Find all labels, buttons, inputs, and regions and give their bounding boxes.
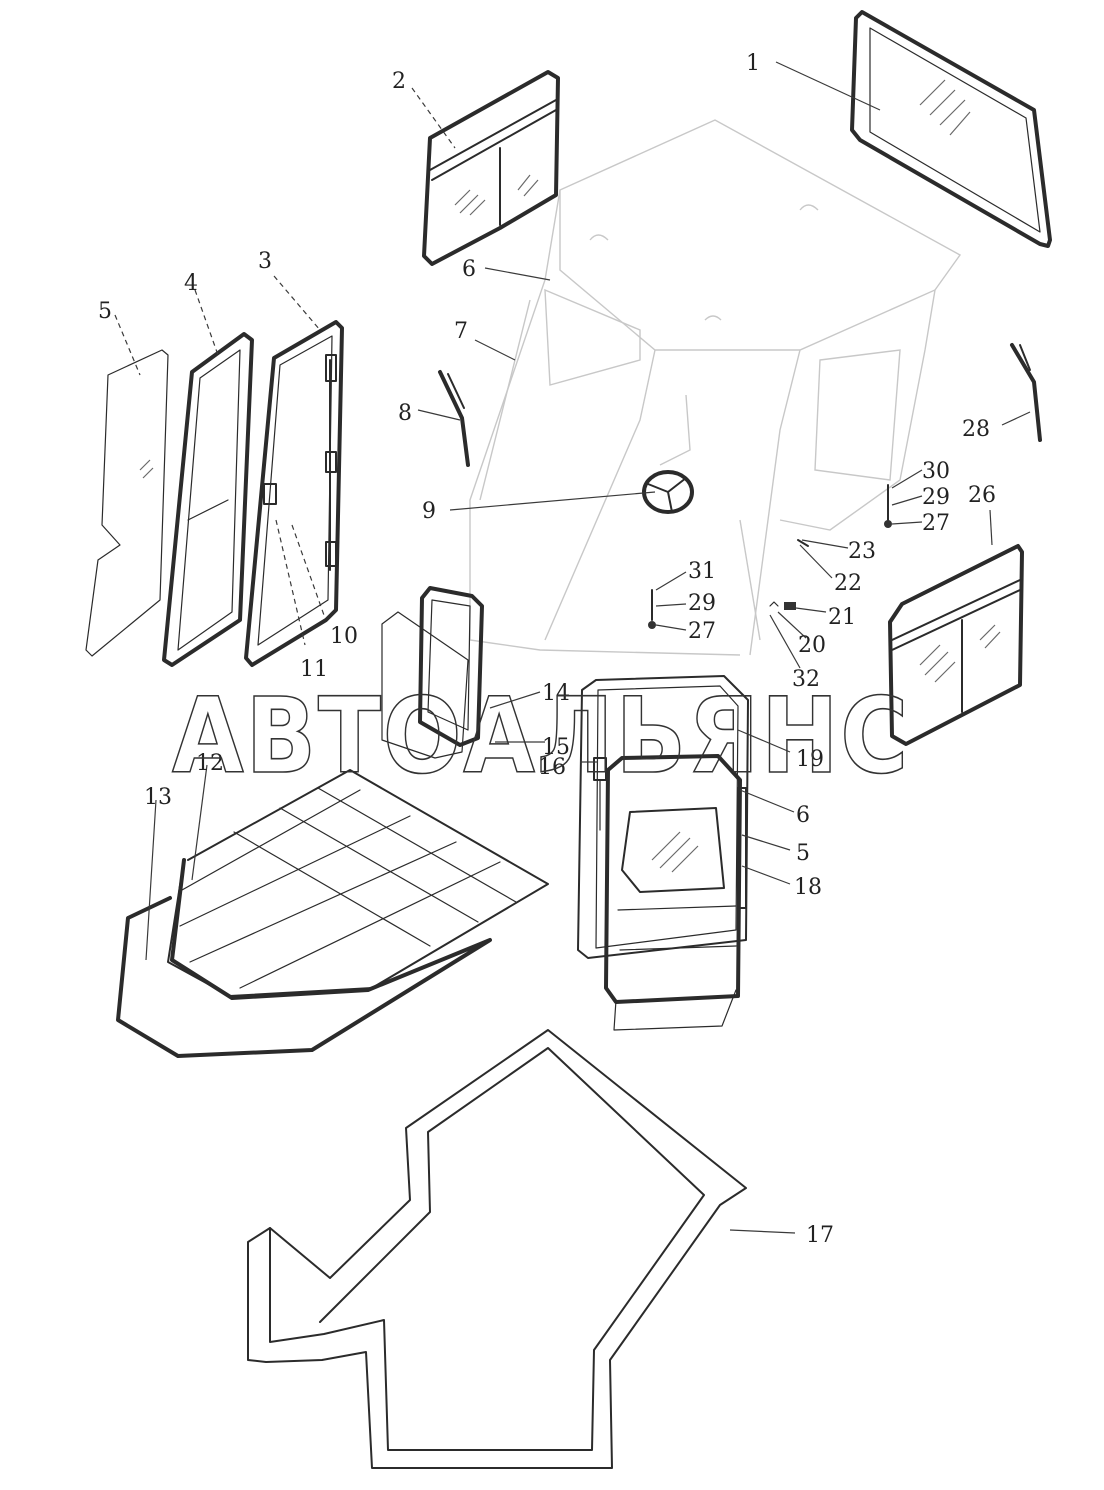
callout-4: 4 bbox=[184, 271, 198, 296]
part-28-wiper bbox=[1010, 343, 1042, 442]
callout-14: 14 bbox=[542, 681, 570, 706]
callout-32: 32 bbox=[792, 667, 820, 692]
part-13-floor-seal bbox=[116, 858, 492, 1058]
callout-5-left: 5 bbox=[98, 299, 112, 324]
callout-27-right: 27 bbox=[922, 511, 950, 536]
callout-22: 22 bbox=[834, 571, 862, 596]
callout-15: 15 bbox=[542, 735, 570, 760]
part-15-front-lower-glass bbox=[381, 611, 469, 759]
callout-13: 13 bbox=[144, 785, 172, 810]
watermark-text: АВТОАЛЬЯНС bbox=[172, 675, 910, 797]
fastener-stack-center bbox=[648, 589, 656, 629]
callout-16: 16 bbox=[538, 755, 566, 780]
cab-frame bbox=[469, 119, 962, 656]
part-26-right-window bbox=[888, 544, 1024, 746]
callout-28: 28 bbox=[962, 417, 990, 442]
part-1-rear-glass bbox=[850, 10, 1052, 248]
callout-29-right: 29 bbox=[922, 485, 950, 510]
leader-lines bbox=[114, 61, 1031, 1234]
callout-2: 2 bbox=[392, 69, 406, 94]
part-3-left-door bbox=[244, 320, 344, 667]
callout-6-top: 6 bbox=[462, 257, 476, 282]
part-4-left-door-frame bbox=[162, 332, 254, 667]
callout-6-right: 6 bbox=[796, 803, 810, 828]
callout-21: 21 bbox=[828, 605, 856, 630]
part-5-left-glass bbox=[85, 349, 169, 657]
part-17-perimeter-seal bbox=[247, 1029, 747, 1469]
callout-26: 26 bbox=[968, 483, 996, 508]
small-fittings-20-23 bbox=[769, 539, 809, 610]
callout-11: 11 bbox=[300, 657, 328, 682]
callout-12: 12 bbox=[196, 751, 224, 776]
callout-7: 7 bbox=[454, 319, 468, 344]
callout-1: 1 bbox=[746, 51, 760, 76]
callout-30: 30 bbox=[922, 459, 950, 484]
callout-29-center: 29 bbox=[688, 591, 716, 616]
part-8-wiper bbox=[438, 370, 470, 467]
callout-27-center: 27 bbox=[688, 619, 716, 644]
part-18-right-door bbox=[604, 754, 747, 1031]
callout-18: 18 bbox=[794, 875, 822, 900]
callout-17: 17 bbox=[806, 1223, 834, 1248]
part-12-floor-mat bbox=[167, 769, 549, 997]
part-9-steering-wheel bbox=[642, 470, 694, 514]
callout-31: 31 bbox=[688, 559, 716, 584]
callout-23: 23 bbox=[848, 539, 876, 564]
callout-labels: 1 2 3 4 5 6 7 8 9 10 11 12 13 14 15 16 1… bbox=[98, 51, 996, 1248]
part-2-front-upper-window bbox=[422, 70, 560, 266]
callout-19: 19 bbox=[796, 747, 824, 772]
callout-5-right: 5 bbox=[796, 841, 810, 866]
callout-10: 10 bbox=[330, 624, 358, 649]
callout-9: 9 bbox=[422, 499, 436, 524]
callout-20: 20 bbox=[798, 633, 826, 658]
callout-8: 8 bbox=[398, 401, 412, 426]
fastener-stack-right bbox=[884, 484, 892, 528]
part-14-front-lower-frame bbox=[418, 586, 484, 747]
callout-3: 3 bbox=[258, 249, 272, 274]
